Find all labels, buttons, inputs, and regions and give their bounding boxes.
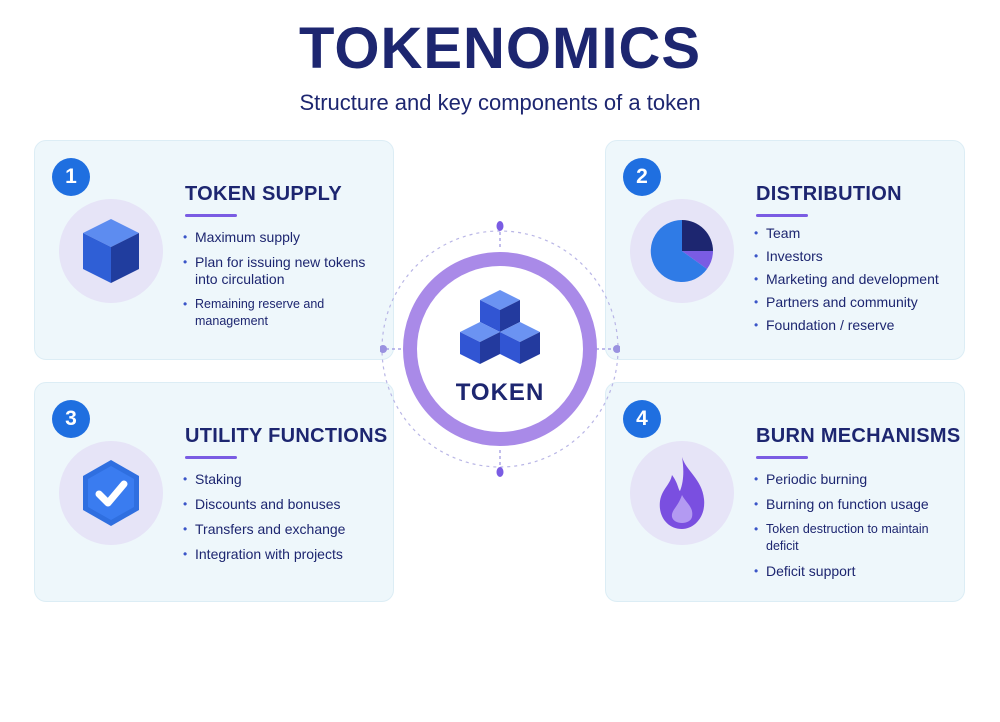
title-underline (185, 456, 237, 459)
card-list: Team Investors Marketing and development… (754, 225, 956, 340)
list-item: Token destruction to maintain deficit (754, 521, 956, 555)
page-subtitle: Structure and key components of a token (299, 90, 701, 115)
title-underline (756, 456, 808, 459)
title-underline (756, 214, 808, 217)
cube-icon (59, 199, 163, 303)
list-item: Periodic burning (754, 471, 956, 488)
pie-chart-icon (630, 199, 734, 303)
card-list: Periodic burning Burning on function usa… (754, 471, 956, 588)
step-badge-3: 3 (52, 400, 90, 438)
center-token-diagram: TOKEN (379, 218, 621, 480)
list-item: Transfers and exchange (183, 521, 385, 538)
step-badge-2: 2 (623, 158, 661, 196)
list-item: Staking (183, 471, 385, 488)
cubes-icon (460, 290, 540, 364)
card-title: BURN MECHANISMS (756, 425, 961, 447)
list-item: Team (754, 225, 956, 242)
burn-mechanisms-card: 4 BURN MECHANISMS Periodic burning Burni… (605, 382, 965, 602)
step-badge-4: 4 (623, 400, 661, 438)
distribution-card: 2 DISTRIBUTION Team Investors Marketing … (605, 140, 965, 360)
token-supply-card: 1 TOKEN SUPPLY Maximum supply Plan for i… (34, 140, 394, 360)
page-title: TOKENOMICS (298, 16, 702, 81)
check-badge-icon (59, 441, 163, 545)
center-rings (379, 221, 621, 477)
title-underline (185, 214, 237, 217)
list-item: Integration with projects (183, 546, 385, 563)
list-item: Remaining reserve and management (183, 296, 385, 330)
list-item: Deficit support (754, 563, 956, 580)
list-item: Foundation / reserve (754, 317, 956, 334)
center-label: TOKEN (455, 379, 545, 406)
flame-icon (630, 441, 734, 545)
list-item: Marketing and development (754, 271, 956, 288)
utility-functions-card: 3 UTILITY FUNCTIONS Staking Discounts an… (34, 382, 394, 602)
card-title: TOKEN SUPPLY (185, 183, 342, 205)
list-item: Burning on function usage (754, 496, 956, 513)
list-item: Investors (754, 248, 956, 265)
card-list: Maximum supply Plan for issuing new toke… (183, 229, 385, 338)
list-item: Plan for issuing new tokens into circula… (183, 254, 385, 288)
list-item: Partners and community (754, 294, 956, 311)
card-title: UTILITY FUNCTIONS (185, 425, 388, 447)
card-list: Staking Discounts and bonuses Transfers … (183, 471, 385, 571)
step-badge-1: 1 (52, 158, 90, 196)
list-item: Discounts and bonuses (183, 496, 385, 513)
list-item: Maximum supply (183, 229, 385, 246)
card-title: DISTRIBUTION (756, 183, 902, 205)
